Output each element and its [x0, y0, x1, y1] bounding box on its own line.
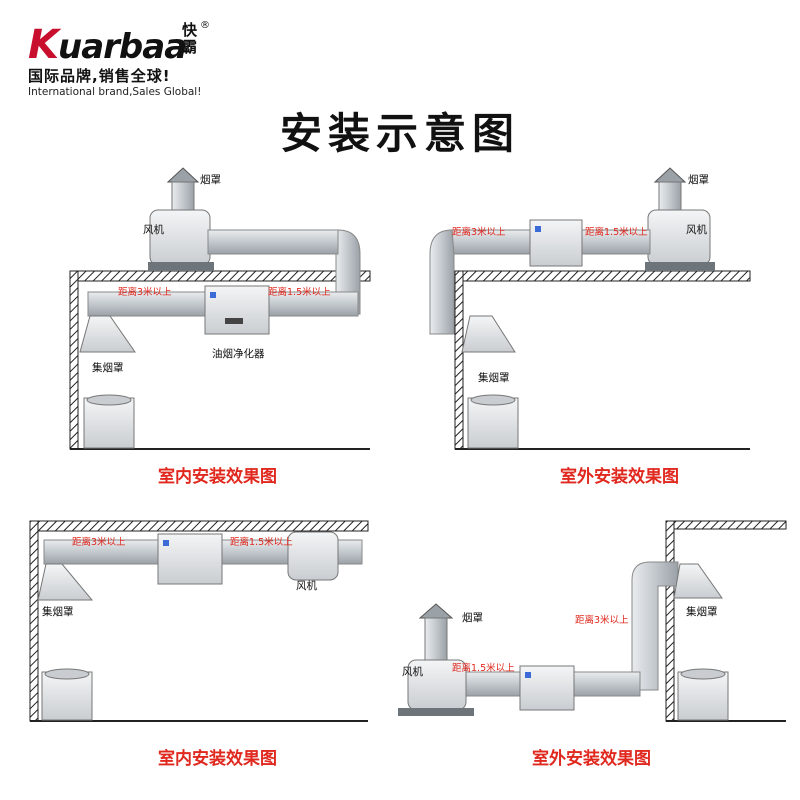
chimney-pipe [171, 181, 195, 213]
purifier-indicator [525, 672, 531, 678]
hood-shape [37, 563, 94, 601]
roof-slab [665, 520, 787, 530]
stove-top [470, 394, 516, 406]
chimney-cap [166, 167, 200, 183]
label-chimney: 烟罩 [688, 174, 709, 186]
label-distance-right: 距离3米以上 [575, 615, 629, 626]
fan-unit [287, 531, 339, 581]
label-distance-right: 距离1.5米以上 [268, 287, 331, 298]
panel-4-caption: 室外安装效果图 [532, 749, 651, 769]
purifier-indicator [210, 292, 216, 298]
label-distance-left: 距离1.5米以上 [452, 663, 515, 674]
chimney-pipe [658, 181, 682, 213]
purifier-indicator [163, 540, 169, 546]
panel-1-caption: 室内安装效果图 [158, 467, 277, 487]
stove-unit [467, 397, 519, 449]
fan-unit [149, 209, 211, 266]
label-distance-right: 距离1.5米以上 [230, 537, 293, 548]
hood-shape [673, 563, 723, 599]
brand-logo-cn: 快霸 [182, 21, 198, 56]
roof-slab [454, 270, 751, 282]
ceiling-slab [29, 520, 369, 532]
stove-top [680, 668, 726, 680]
stove-top [86, 394, 132, 406]
left-wall [69, 270, 79, 450]
fan-base [148, 262, 214, 271]
panel-indoor-3 [29, 520, 369, 722]
roof-duct [207, 229, 339, 255]
roof-slab [69, 270, 371, 282]
left-wall [29, 520, 39, 722]
label-hood: 集烟罩 [686, 606, 718, 618]
stove-top [44, 668, 90, 680]
hood-shape [79, 315, 136, 353]
brand-slogan-en: International brand,Sales Global! [28, 86, 202, 98]
panel-indoor-1 [69, 167, 371, 450]
stove-unit [677, 671, 729, 721]
brand-logo: Kuarbaa [28, 22, 187, 68]
label-hood: 集烟罩 [478, 372, 510, 384]
duct-elbow [429, 229, 455, 335]
label-fan: 风机 [143, 224, 164, 236]
purifier-panel [225, 318, 243, 324]
fan-base [398, 708, 474, 716]
panel-outdoor-2 [429, 167, 751, 450]
label-chimney: 烟罩 [200, 174, 221, 186]
page-title: 安装示意图 [279, 109, 520, 158]
label-fan: 风机 [686, 224, 707, 236]
label-distance-right: 距离1.5米以上 [585, 227, 648, 238]
chimney-cap [653, 167, 687, 183]
chimney-pipe [424, 617, 448, 663]
label-purifier: 油烟净化器 [212, 348, 265, 360]
registered-mark: ® [200, 20, 210, 31]
purifier-indicator [535, 226, 541, 232]
label-distance-left: 距离3米以上 [452, 227, 506, 238]
left-wall [454, 270, 464, 450]
vertical-duct [631, 561, 679, 691]
panel-2-caption: 室外安装效果图 [560, 467, 679, 487]
label-distance-left: 距离3米以上 [118, 287, 172, 298]
panel-outdoor-4 [398, 520, 787, 722]
label-hood: 集烟罩 [42, 606, 74, 618]
chimney-cap [418, 603, 454, 619]
panel-3-caption: 室内安装效果图 [158, 749, 277, 769]
hood-shape [461, 315, 516, 353]
brand-logo-text: uarbaa [58, 27, 187, 67]
fan-unit [647, 209, 711, 266]
brand-slogan: 国际品牌,销售全球! [28, 67, 171, 85]
label-fan: 风机 [402, 666, 423, 678]
fan-base [645, 262, 715, 271]
label-distance-left: 距离3米以上 [72, 537, 126, 548]
label-hood: 集烟罩 [92, 362, 124, 374]
label-chimney: 烟罩 [462, 612, 483, 624]
label-fan: 风机 [296, 580, 317, 592]
outer-wall [665, 520, 675, 722]
stove-unit [83, 397, 135, 449]
